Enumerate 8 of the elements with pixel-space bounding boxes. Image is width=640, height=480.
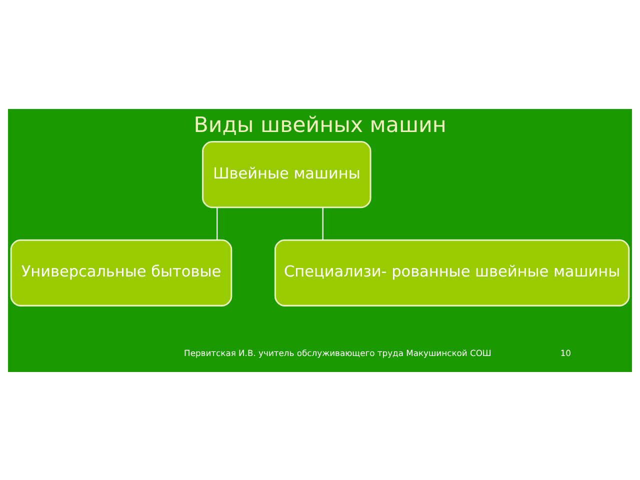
node-box: Специализи- рованные швейные машины <box>274 238 630 306</box>
label: 10 <box>560 347 571 358</box>
node-box: Швейные машины <box>202 140 372 208</box>
diagram-title: Виды швейных машин <box>194 112 446 138</box>
connector <box>216 207 218 240</box>
label: Первитская И.В. учитель обслуживающего труда Макушинской СОШ <box>184 347 492 358</box>
node-box: Универсальные бытовые <box>10 238 232 306</box>
connector <box>322 207 324 240</box>
